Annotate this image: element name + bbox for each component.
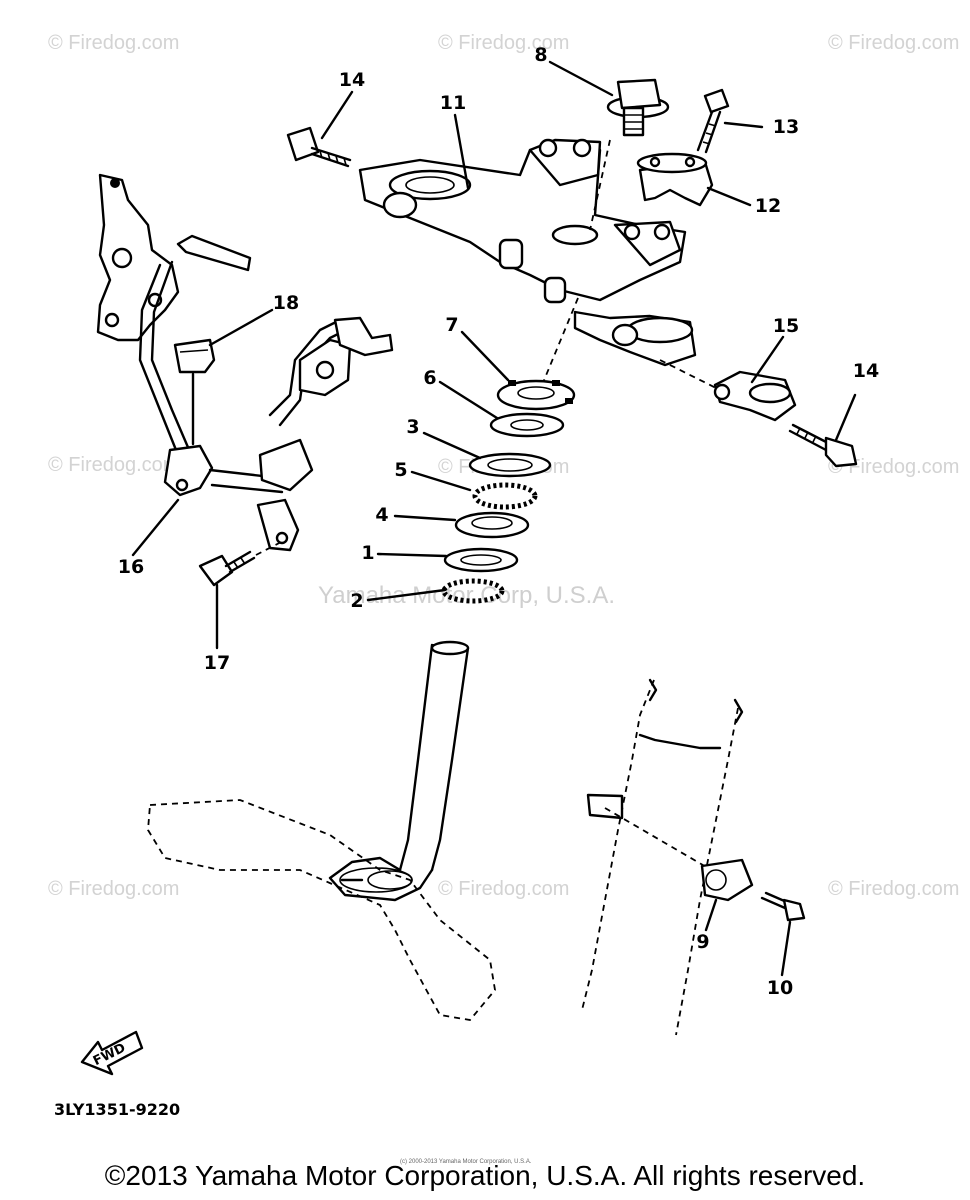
race-4-hole — [471, 516, 513, 530]
ring-nut-7 — [496, 379, 576, 411]
tiny-copyright: (c) 2000-2013 Yamaha Motor Corporation, … — [400, 1159, 532, 1165]
callout-6: 6 — [423, 367, 437, 389]
callout-12: 12 — [754, 195, 782, 217]
center-line — [255, 539, 286, 556]
washer-6 — [489, 412, 565, 438]
leader-lines — [131, 60, 857, 977]
callout-8: 8 — [534, 44, 548, 66]
fork-tube — [581, 678, 754, 1036]
handlebar-holder-12 — [636, 152, 714, 207]
bolt-8 — [606, 78, 670, 137]
callout-2: 2 — [350, 590, 364, 612]
upper-bracket — [358, 138, 697, 367]
firedog-watermark: © Firedog.com — [48, 878, 180, 900]
clamp-15 — [713, 370, 797, 422]
center-line — [659, 359, 721, 391]
callout-17: 17 — [203, 652, 231, 674]
firedog-watermark: © Firedog.com — [438, 878, 570, 900]
center-line — [539, 139, 611, 391]
callout-11: 11 — [439, 92, 467, 114]
steering-stem — [147, 640, 496, 1021]
firedog-watermark: © Firedog.com — [828, 878, 960, 900]
bolt-14-upper — [286, 126, 352, 168]
callout-10: 10 — [766, 977, 794, 999]
firedog-watermark: © Firedog.com — [48, 454, 180, 476]
bolt-17 — [198, 550, 256, 587]
callout-9: 9 — [696, 931, 710, 953]
callout-15: 15 — [772, 315, 800, 337]
callout-16: 16 — [117, 556, 145, 578]
firedog-watermark: © Firedog.com — [828, 32, 960, 54]
yamaha-watermark: Yamaha Motor Corp, U.S.A. — [318, 582, 615, 609]
race-1 — [443, 547, 519, 573]
firedog-watermark: © Firedog.com — [438, 32, 570, 54]
meter-bracket-16 — [96, 173, 394, 552]
firedog-watermark: © Firedog.com — [48, 32, 180, 54]
callout-7: 7 — [445, 314, 459, 336]
ball-bearings-5 — [472, 482, 538, 510]
ball-bearings-2 — [441, 578, 505, 604]
washer-6-hole — [510, 419, 544, 431]
firedog-watermark: © Firedog.com — [828, 456, 960, 478]
race-4 — [454, 511, 530, 539]
callout-14: 14 — [852, 360, 880, 382]
callout-13: 13 — [772, 116, 800, 138]
race-3 — [468, 452, 552, 478]
diagram-code: 3LY1351-9220 — [54, 1100, 181, 1119]
callout-14: 14 — [338, 69, 366, 91]
callout-18: 18 — [272, 292, 300, 314]
callout-1: 1 — [361, 542, 375, 564]
bolt-14-right — [788, 423, 858, 468]
grommet-18 — [173, 338, 216, 374]
callout-5: 5 — [394, 459, 408, 481]
bolt-13 — [696, 88, 730, 154]
race-3-hole — [487, 458, 533, 472]
callout-4: 4 — [375, 504, 389, 526]
copyright-footer: ©2013 Yamaha Motor Corporation, U.S.A. A… — [104, 1160, 866, 1191]
fwd-arrow: FWD — [80, 1030, 144, 1076]
race-1-hole — [460, 554, 502, 566]
callout-3: 3 — [406, 416, 420, 438]
bolt-10 — [760, 891, 806, 922]
